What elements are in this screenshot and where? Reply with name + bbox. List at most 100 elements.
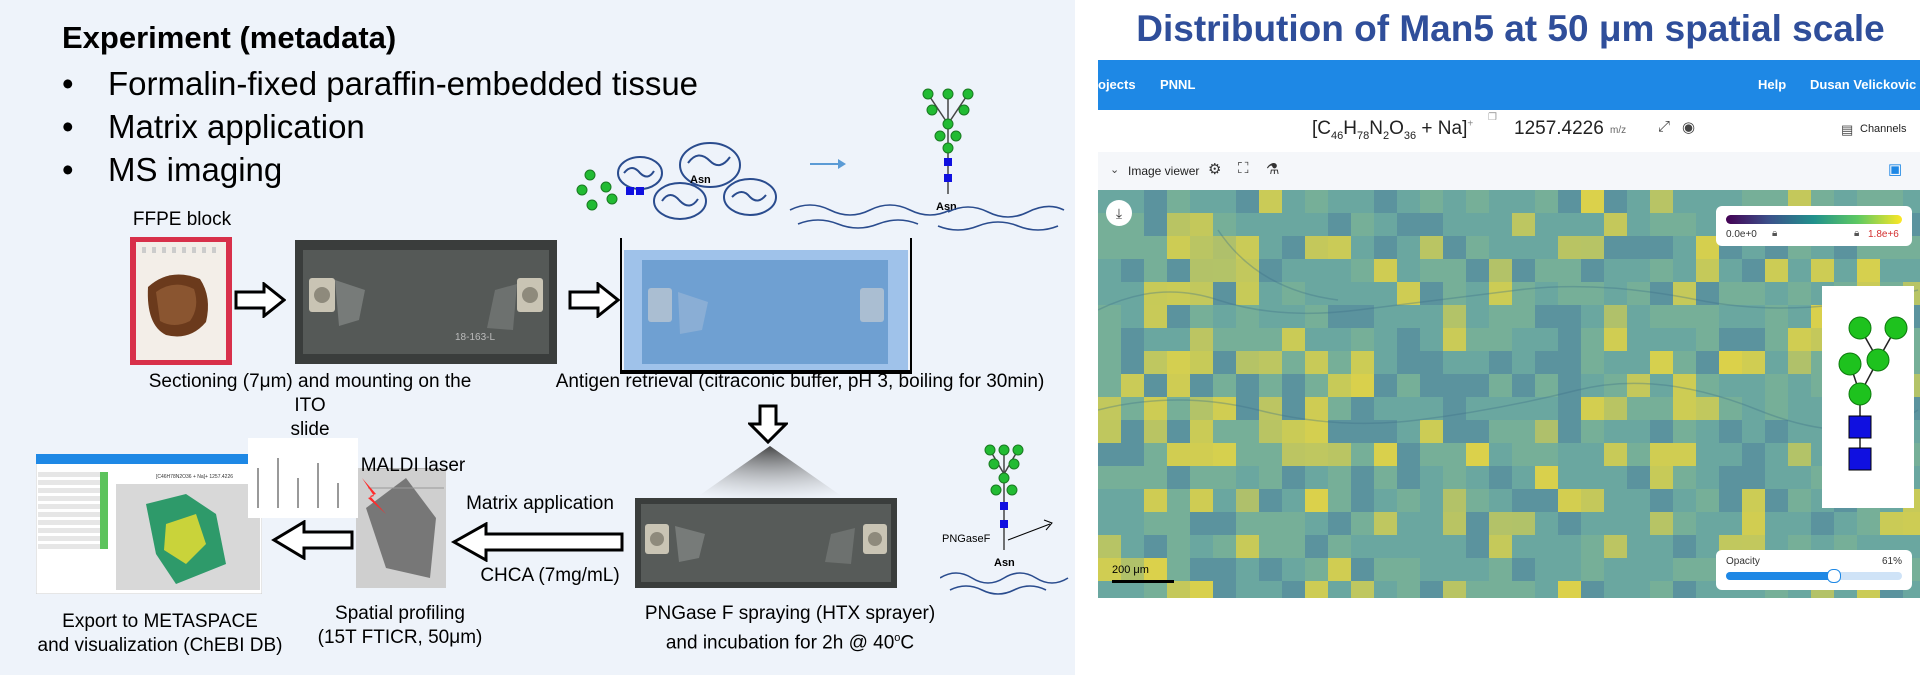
heat-pixel bbox=[1121, 351, 1144, 374]
pin-icon[interactable]: ◉ bbox=[1682, 119, 1696, 136]
heat-pixel bbox=[1489, 259, 1512, 282]
heat-pixel bbox=[1765, 328, 1788, 351]
heat-pixel bbox=[1558, 259, 1581, 282]
arrow-down-icon bbox=[748, 404, 788, 444]
heat-pixel bbox=[1512, 374, 1535, 397]
heat-pixel bbox=[1535, 190, 1558, 213]
heat-pixel bbox=[1650, 213, 1673, 236]
heat-pixel bbox=[1696, 351, 1719, 374]
heat-pixel bbox=[1236, 328, 1259, 351]
colorbar-gradient[interactable] bbox=[1726, 215, 1902, 224]
heat-pixel bbox=[1650, 259, 1673, 282]
heat-pixel bbox=[1374, 558, 1397, 581]
heat-pixel bbox=[1558, 282, 1581, 305]
lock-icon[interactable]: 🔒︎ bbox=[1772, 228, 1778, 239]
heat-pixel bbox=[1121, 397, 1144, 420]
heat-pixel bbox=[1443, 443, 1466, 466]
channels-icon[interactable]: ▤ bbox=[1841, 122, 1854, 137]
heat-pixel bbox=[1282, 512, 1305, 535]
heat-pixel bbox=[1903, 512, 1923, 535]
heat-pixel bbox=[1581, 282, 1604, 305]
heat-pixel bbox=[1098, 397, 1121, 420]
heat-pixel bbox=[1489, 466, 1512, 489]
heat-pixel bbox=[1098, 305, 1121, 328]
heat-pixel bbox=[1282, 328, 1305, 351]
chevron-down-icon[interactable]: ⌄ bbox=[1110, 164, 1120, 176]
heat-pixel bbox=[1328, 466, 1351, 489]
heat-pixel bbox=[1673, 351, 1696, 374]
heat-pixel bbox=[1213, 535, 1236, 558]
opacity-control: Opacity 61% bbox=[1716, 550, 1912, 590]
heat-pixel bbox=[1466, 535, 1489, 558]
heat-pixel bbox=[1397, 558, 1420, 581]
heat-pixel bbox=[1144, 397, 1167, 420]
channels-button[interactable]: Channels bbox=[1860, 123, 1907, 135]
heat-pixel bbox=[1466, 236, 1489, 259]
heat-pixel bbox=[1420, 374, 1443, 397]
image-viewer-toggle[interactable]: Image viewer bbox=[1128, 164, 1200, 178]
heat-pixel bbox=[1673, 374, 1696, 397]
download-icon[interactable]: ⤓ bbox=[1106, 200, 1132, 226]
scalebar bbox=[1112, 580, 1174, 583]
heat-pixel bbox=[1581, 351, 1604, 374]
spatial-profiling-image bbox=[356, 468, 446, 588]
heat-pixel bbox=[1190, 328, 1213, 351]
heat-pixel bbox=[1650, 282, 1673, 305]
heat-pixel bbox=[1443, 420, 1466, 443]
heat-pixel bbox=[1443, 466, 1466, 489]
heat-pixel bbox=[1788, 351, 1811, 374]
opacity-slider-handle[interactable] bbox=[1827, 569, 1842, 583]
nav-user-link[interactable]: Dusan Velickovic bbox=[1810, 77, 1917, 92]
heat-pixel bbox=[1466, 374, 1489, 397]
heat-pixel bbox=[1420, 236, 1443, 259]
heat-pixel bbox=[1443, 581, 1466, 604]
heat-pixel bbox=[1811, 259, 1834, 282]
nav-group-link[interactable]: PNNL bbox=[1160, 77, 1196, 92]
heat-pixel bbox=[1374, 374, 1397, 397]
heat-pixel bbox=[1190, 558, 1213, 581]
heat-pixel bbox=[1259, 397, 1282, 420]
heat-pixel bbox=[1190, 443, 1213, 466]
heat-pixel bbox=[1328, 443, 1351, 466]
heat-pixel bbox=[1190, 259, 1213, 282]
spatial-profiling-label: Spatial profiling (15T FTICR, 50μm) bbox=[317, 603, 483, 648]
share-icon[interactable]: ⤢ bbox=[1658, 118, 1671, 135]
heat-pixel bbox=[1190, 351, 1213, 374]
gear-icon[interactable]: ⚙ bbox=[1208, 161, 1222, 178]
lock-icon[interactable]: 🔒︎ bbox=[1854, 228, 1860, 239]
nav-help-link[interactable]: Help bbox=[1758, 77, 1787, 92]
heat-pixel bbox=[1627, 466, 1650, 489]
image-icon[interactable]: ▣ bbox=[1888, 161, 1903, 178]
heat-pixel bbox=[1374, 443, 1397, 466]
copy-icon[interactable]: ❐ bbox=[1488, 112, 1497, 123]
heat-pixel bbox=[1420, 351, 1443, 374]
heat-pixel bbox=[1443, 305, 1466, 328]
heat-pixel bbox=[1535, 489, 1558, 512]
heat-pixel bbox=[1190, 236, 1213, 259]
heat-pixel bbox=[1673, 282, 1696, 305]
spray-nozzle-icon bbox=[690, 446, 850, 502]
heat-pixel bbox=[1374, 512, 1397, 535]
heat-pixel bbox=[1328, 397, 1351, 420]
heat-pixel bbox=[1558, 236, 1581, 259]
heat-pixel bbox=[1512, 259, 1535, 282]
nav-projects-link[interactable]: ojects bbox=[1098, 77, 1136, 92]
heat-pixel bbox=[1535, 443, 1558, 466]
heat-pixel bbox=[1443, 397, 1466, 420]
heat-pixel bbox=[1788, 328, 1811, 351]
heat-pixel bbox=[1328, 535, 1351, 558]
heat-pixel bbox=[1650, 236, 1673, 259]
microscope-icon[interactable]: ⚗ bbox=[1266, 161, 1280, 178]
heat-pixel bbox=[1305, 535, 1328, 558]
heat-pixel bbox=[1719, 466, 1742, 489]
ffpe-label: FFPE block bbox=[132, 209, 232, 230]
heat-pixel bbox=[1167, 489, 1190, 512]
crop-icon[interactable]: ⛶ bbox=[1238, 160, 1249, 177]
mz-unit: m/z bbox=[1610, 125, 1627, 136]
heat-pixel bbox=[1581, 190, 1604, 213]
heat-pixel bbox=[1190, 581, 1213, 604]
heat-pixel bbox=[1650, 443, 1673, 466]
opacity-slider-track[interactable] bbox=[1726, 569, 1902, 583]
heat-pixel bbox=[1535, 351, 1558, 374]
heat-pixel bbox=[1696, 282, 1719, 305]
